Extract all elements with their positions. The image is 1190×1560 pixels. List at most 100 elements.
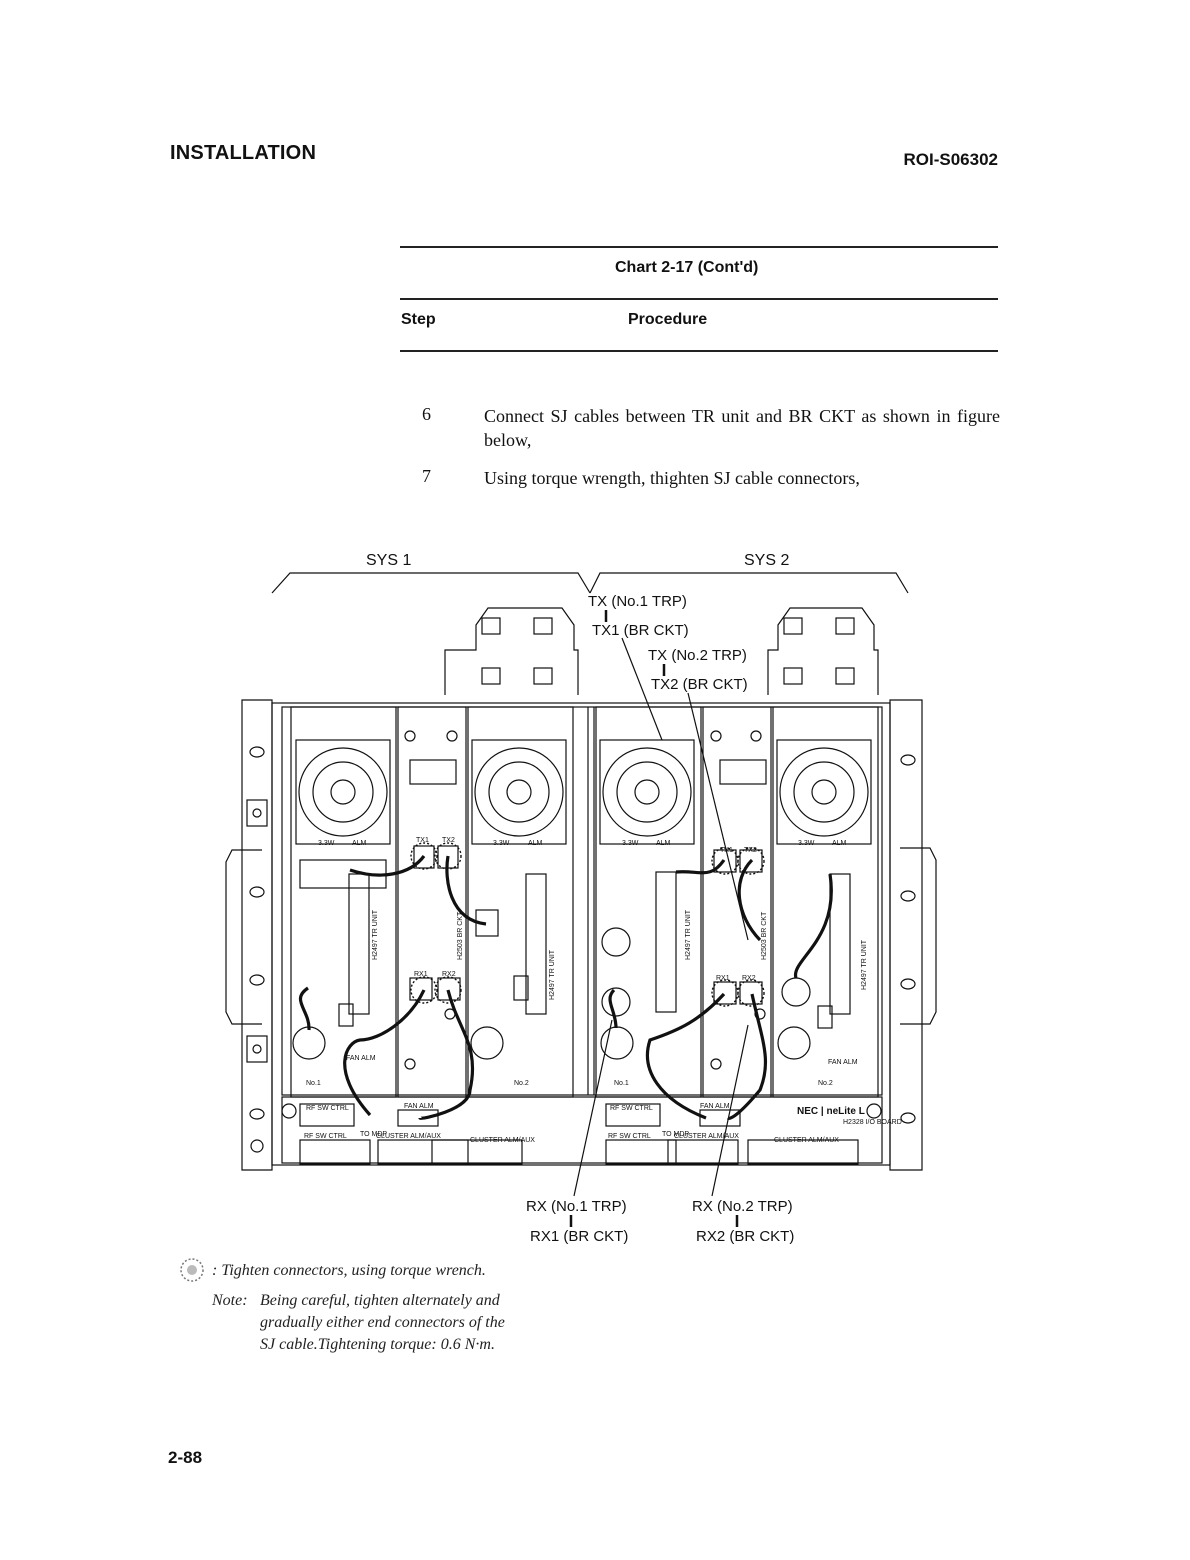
sys2-handle-bracket	[767, 607, 879, 695]
cluster-alm-aux-label: CLUSTER ALM/AUX	[774, 1137, 839, 1144]
tx1-port-label: TX1	[720, 847, 733, 854]
bracket-screw	[481, 667, 501, 685]
section-title: INSTALLATION	[170, 142, 317, 164]
torque-connector-icon	[180, 1258, 204, 1282]
note-line: SJ cable.Tightening torque: 0.6 N·m.	[260, 1336, 495, 1353]
to-mdp-label: TO MDP	[360, 1131, 387, 1138]
unit-no2-label: No.2	[818, 1080, 833, 1087]
tx1-port-label: TX1	[416, 837, 429, 844]
torque-markers	[410, 842, 765, 1007]
unit-no2-label: No.2	[514, 1080, 529, 1087]
step-number: 7	[422, 466, 431, 486]
tx2-port-label: TX2	[744, 847, 757, 854]
right-rack-ear	[889, 699, 923, 1171]
chart-top-rule	[400, 246, 998, 248]
bracket-screw	[533, 667, 553, 685]
sj-cable	[645, 992, 726, 1120]
sj-cable	[726, 993, 768, 1120]
chart-mid-rule	[400, 298, 998, 300]
sys1-handle-bracket	[444, 607, 579, 695]
br-ckt-label: H2503 BR CKT	[761, 911, 768, 960]
unit-no1-label: No.1	[614, 1080, 629, 1087]
rf-sw-ctrl-label: RF SW CTRL	[304, 1133, 347, 1140]
callout-tx-no1-trp: TX (No.1 TRP)	[588, 593, 687, 610]
fan-alm-label: FAN ALM	[828, 1059, 858, 1066]
br-ckt-label: H2503 BR CKT	[457, 911, 464, 960]
sys1-tr-unit-no1	[290, 706, 397, 1098]
callout-rx-no2-trp: RX (No.2 TRP)	[692, 1198, 793, 1215]
power-label: 3.3W	[318, 840, 335, 847]
rx2-port-label: RX2	[442, 971, 456, 978]
bracket-screw	[783, 617, 803, 635]
alm-label: ALM	[352, 840, 367, 847]
right-handle	[900, 847, 937, 1025]
sj-cable	[349, 854, 426, 877]
column-header-step: Step	[401, 311, 436, 328]
alm-label: ALM	[656, 840, 671, 847]
bracket-screw	[533, 617, 553, 635]
step-text: Connect SJ cables between TR unit and BR…	[484, 406, 1000, 450]
unit-no1-label: No.1	[306, 1080, 321, 1087]
rf-sw-ctrl-label: RF SW CTRL	[610, 1105, 653, 1112]
power-label: 3.3W	[798, 840, 815, 847]
shelf-frame	[271, 702, 891, 1166]
tr-unit-label: H2497 TR UNIT	[861, 939, 868, 990]
alm-label: ALM	[528, 840, 543, 847]
callout-tx2-br-ckt: TX2 (BR CKT)	[651, 676, 748, 693]
sj-cable	[298, 986, 311, 1031]
power-label: 3.3W	[622, 840, 639, 847]
rx1-leader	[573, 1019, 613, 1197]
chart-title: Chart 2-17 (Cont'd)	[615, 259, 759, 276]
sys2-tr-unit-no2	[772, 706, 879, 1098]
callout-tx-no2-trp: TX (No.2 TRP)	[648, 647, 747, 664]
page-number: 2-88	[168, 1448, 203, 1467]
cluster-alm-aux-label: CLUSTER ALM/AUX	[470, 1137, 535, 1144]
rx2-port-label: RX2	[742, 975, 756, 982]
sys2-bracket	[589, 572, 909, 594]
callout-rx1-br-ckt: RX1 (BR CKT)	[530, 1228, 629, 1245]
unit-bay	[281, 706, 883, 1096]
fan-alm-label: FAN ALM	[700, 1103, 730, 1110]
sys1-bracket	[271, 572, 591, 594]
tx2-port-label: TX2	[442, 837, 455, 844]
to-mdp-label: TO MDP	[662, 1131, 689, 1138]
sj-cable	[737, 858, 762, 942]
callout-rx2-br-ckt: RX2 (BR CKT)	[696, 1228, 795, 1245]
rf-sw-ctrl-label: RF SW CTRL	[306, 1105, 349, 1112]
column-header-procedure: Procedure	[628, 311, 708, 328]
tr-unit-label: H2497 TR UNIT	[372, 909, 379, 960]
rx1-port-label: RX1	[414, 971, 428, 978]
sj-cable	[794, 873, 833, 979]
sj-cable	[418, 989, 475, 1120]
alm-label: ALM	[832, 840, 847, 847]
note-line: Being careful, tighten alternately and	[260, 1292, 500, 1309]
nec-brand: NEC | neLite L	[797, 1106, 865, 1117]
note-line: gradually either end connectors of the	[260, 1314, 505, 1331]
sj-cable	[675, 859, 726, 875]
callout-rx-no1-trp: RX (No.1 TRP)	[526, 1198, 627, 1215]
tr-unit-label: H2497 TR UNIT	[685, 909, 692, 960]
io-board-label: H2328 I/O BOARD	[843, 1119, 902, 1126]
bracket-screw	[783, 667, 803, 685]
legend-text: : Tighten connectors, using torque wrenc…	[212, 1262, 486, 1279]
left-handle	[225, 849, 262, 1025]
rf-sw-ctrl-label: RF SW CTRL	[608, 1133, 651, 1140]
sj-cable	[445, 855, 487, 926]
fan-alm-label: FAN ALM	[404, 1103, 434, 1110]
sys1-tr-unit-no2	[467, 706, 574, 1098]
io-board	[281, 1096, 883, 1164]
cluster-alm-aux-label: CLUSTER ALM/AUX	[376, 1133, 441, 1140]
rx1-port-label: RX1	[716, 975, 730, 982]
step-text: Using torque wrength, thighten SJ cable …	[484, 468, 860, 488]
bracket-screw	[835, 617, 855, 635]
cluster-alm-aux-label: CLUSTER ALM/AUX	[674, 1133, 739, 1140]
sys2-label: SYS 2	[744, 552, 790, 569]
power-label: 3.3W	[493, 840, 510, 847]
sj-cable	[343, 989, 426, 1117]
tx1-leader	[621, 637, 663, 741]
document-id: ROI-S06302	[903, 150, 999, 169]
bracket-screw	[835, 667, 855, 685]
note-label: Note:	[212, 1292, 248, 1309]
callout-tx1-br-ckt: TX1 (BR CKT)	[592, 622, 689, 639]
